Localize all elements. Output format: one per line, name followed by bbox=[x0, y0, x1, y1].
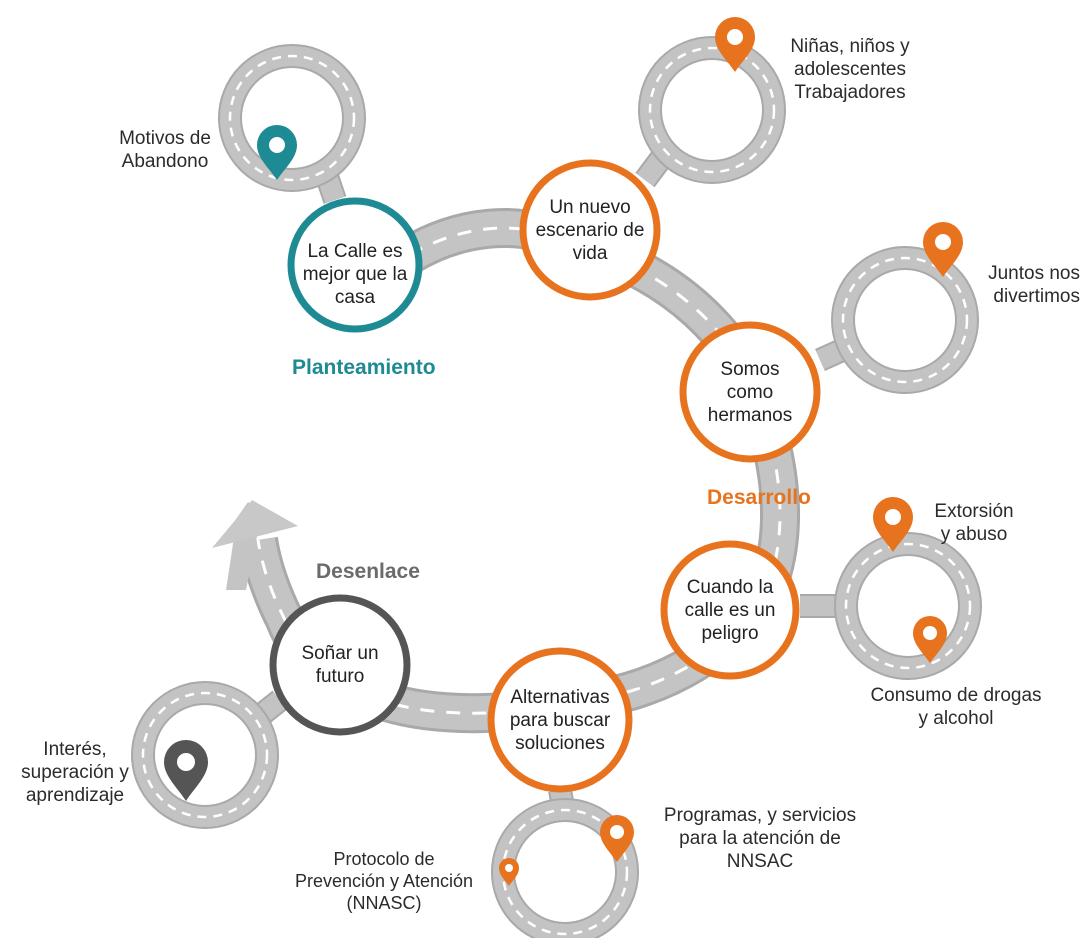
node-text-calle-mejor: La Calle es mejor que la casa bbox=[302, 241, 408, 308]
node-sonar bbox=[269, 594, 411, 736]
phase-desarrollo: Desarrollo bbox=[707, 486, 811, 509]
node-text-sonar: Soñar un futuro bbox=[301, 643, 379, 687]
phase-desenlace: Desenlace bbox=[316, 560, 420, 583]
road-ring-peligro bbox=[846, 544, 970, 668]
node-nuevo-escenario bbox=[519, 159, 661, 301]
label-interes: Interés, superación y aprendizaje bbox=[21, 739, 129, 806]
map-pin-motivos bbox=[257, 125, 297, 180]
label-juntos: Juntos nos divertimos bbox=[988, 263, 1080, 307]
map-pin-extorsion bbox=[873, 497, 913, 552]
map-pin-protocolo bbox=[499, 858, 519, 886]
road-ring-juntos bbox=[843, 258, 967, 382]
map-pin-trabajadores bbox=[715, 17, 755, 72]
phase-planteamiento: Planteamiento bbox=[292, 356, 436, 379]
map-pin-programas bbox=[600, 815, 634, 862]
label-protocolo: Protocolo de Prevención y Atención (NNAS… bbox=[294, 849, 474, 913]
node-peligro bbox=[660, 540, 800, 680]
map-pin-interes bbox=[164, 740, 208, 801]
arrow-up-icon bbox=[212, 500, 298, 590]
label-programas: Programas, y servicios para la atención … bbox=[663, 805, 857, 872]
node-text-nuevo-escenario: Un nuevo escenario de vida bbox=[535, 197, 645, 264]
node-calle-mejor bbox=[287, 197, 423, 333]
node-hermanos bbox=[679, 321, 821, 463]
map-pin-drogas bbox=[913, 616, 947, 663]
node-text-peligro: Cuando la calle es un peligro bbox=[684, 577, 776, 644]
label-trabajadores: Niñas, niños y adolescentes Trabajadores bbox=[790, 36, 910, 103]
road-ring-trabajadores bbox=[650, 48, 774, 172]
label-drogas: Consumo de drogas y alcohol bbox=[870, 685, 1042, 729]
label-motivos: Motivos de Abandono bbox=[119, 128, 211, 172]
map-pin-juntos bbox=[923, 222, 963, 277]
road-ring-motivos bbox=[230, 56, 354, 180]
node-text-alternativas: Alternativas para buscar soluciones bbox=[509, 687, 611, 754]
node-alternativas bbox=[487, 647, 633, 793]
node-text-hermanos: Somos como hermanos bbox=[707, 359, 793, 426]
label-extorsion: Extorsión y abuso bbox=[934, 501, 1014, 545]
